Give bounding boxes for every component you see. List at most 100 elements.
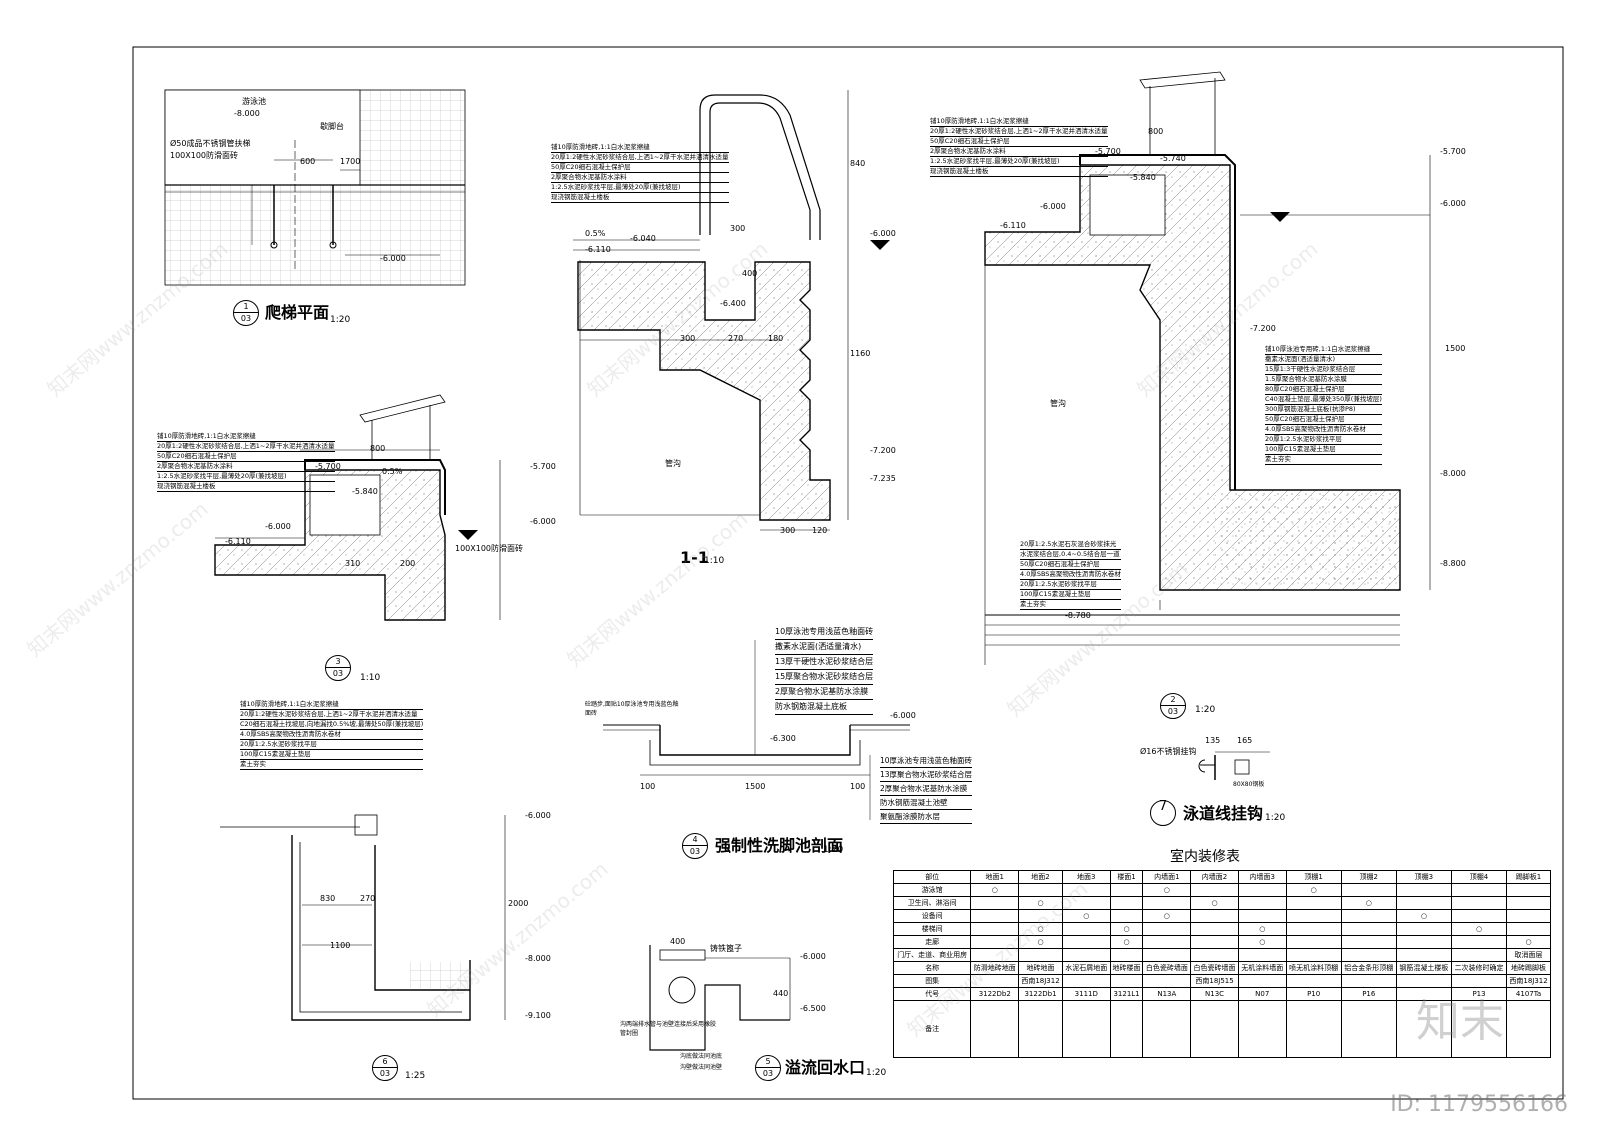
table-cell [1109, 974, 1144, 988]
title-section-1-1: 1-1 [680, 548, 709, 567]
level-minus-7200-b: -7.200 [1250, 324, 1276, 333]
dim-200: 200 [400, 559, 416, 568]
table-cell [1340, 883, 1397, 897]
table-cell: 3122Db1 [1018, 987, 1063, 1001]
table-cell [970, 909, 1020, 923]
table-cell: N07 [1237, 987, 1287, 1001]
table-cell: ○ [1395, 909, 1452, 923]
dim-300-b: 300 [680, 334, 696, 343]
table-cell [1506, 896, 1551, 910]
table-cell [1061, 922, 1111, 936]
dim-1160: 1160 [850, 349, 871, 358]
dim-800-a: 800 [370, 444, 386, 453]
footbath-layer-b: 13厚聚合物水泥砂浆结合层 [880, 768, 973, 782]
table-cell: ○ [1142, 909, 1192, 923]
table-cell [970, 1000, 1020, 1058]
table-cell: 4107Ta [1506, 987, 1551, 1001]
table-cell [970, 896, 1020, 910]
table-cell [1142, 974, 1192, 988]
footbath-layers-top: 10厚泳池专用浅蓝色釉面砖 撒素水泥面(洒适量清水) 13厚干硬性水泥砂浆结合层… [775, 625, 874, 715]
footbath-layer: 撒素水泥面(洒适量清水) [775, 640, 874, 655]
dim-270-a: 270 [728, 334, 744, 343]
table-cell [1395, 1000, 1452, 1058]
title-footbath: 强制性洗脚池剖面 [715, 836, 844, 855]
table-cell: 铝合金条形顶棚 [1340, 961, 1397, 975]
dim-310: 310 [345, 559, 361, 568]
table-row-label: 门厅、走道、商业用房 [892, 948, 972, 962]
sheet-border [132, 46, 1564, 1100]
level-minus-6000-c: -6.000 [265, 522, 291, 531]
detail-3 [214, 394, 501, 621]
table-row-label: 楼梯间 [892, 922, 972, 936]
label-rest-platform: 歇脚台 [320, 122, 344, 131]
scale-section-1-1: 1:10 [704, 556, 725, 566]
footbath-layer: 10厚泳池专用浅蓝色釉面砖 [775, 625, 874, 640]
table-cell [1450, 896, 1508, 910]
level-minus-6110-c: -6.110 [1000, 221, 1026, 230]
label-hook-plate: 80X80钢板 [1233, 781, 1265, 788]
table-cell [1285, 974, 1342, 988]
level-minus-6000-e: -6.000 [1040, 202, 1066, 211]
table-header-cell: 踢脚板1 [1506, 870, 1551, 884]
dim-100-b: 100 [850, 782, 866, 791]
dim-400-b: 400 [670, 937, 686, 946]
label-trench-note-1: 沟底做法同池底 [680, 1053, 723, 1060]
table-cell [1285, 948, 1342, 962]
table-cell [1109, 909, 1144, 923]
detail-6-notes: 铺10厚防滑地砖,1:1白水泥浆擦缝 20厚1:2硬性水泥砂浆结合层,上洒1~2… [240, 700, 424, 770]
dim-440: 440 [773, 989, 789, 998]
table-cell [1190, 948, 1239, 962]
dim-1500-b: 1500 [1445, 344, 1466, 353]
table-cell [1190, 935, 1239, 949]
level-minus-6500: -6.500 [800, 1004, 826, 1013]
footbath-layers-bottom: 10厚泳池专用浅蓝色釉面砖 13厚聚合物水泥砂浆结合层 2厚聚合物水泥基防水涂膜… [880, 754, 973, 824]
scale-lane-hook: 1:20 [1265, 813, 1286, 823]
title-lane-hook: 泳道线挂钩 [1183, 804, 1264, 823]
dim-1700: 1700 [340, 157, 361, 166]
level-minus-5700-d: -5.700 [1440, 147, 1466, 156]
table-cell: ○ [1285, 883, 1342, 897]
table-cell [1237, 909, 1287, 923]
table-cell [1395, 883, 1452, 897]
table-cell: 二次装修时确定 [1450, 961, 1508, 975]
table-cell [1450, 883, 1508, 897]
table-cell [1285, 896, 1342, 910]
footbath-section [603, 640, 910, 820]
table-cell [1142, 896, 1192, 910]
label-pool: 游泳池 [242, 97, 266, 106]
detail-2 [984, 71, 1431, 665]
level-minus-6300: -6.300 [770, 734, 796, 743]
table-cell: 地砖地面 [1018, 961, 1063, 975]
table-cell: 地砖踢脚板 [1506, 961, 1551, 975]
table-cell [1109, 1000, 1144, 1058]
level-minus-8800: -8.800 [1440, 559, 1466, 568]
level-minus-6110: -6.110 [585, 245, 611, 254]
table-cell: P10 [1285, 987, 1342, 1001]
table-cell [1340, 1000, 1397, 1058]
dim-840: 840 [850, 159, 866, 168]
table-cell: ○ [1237, 922, 1287, 936]
dim-180-a: 180 [768, 334, 784, 343]
table-cell [1285, 1000, 1342, 1058]
table-cell [1190, 883, 1239, 897]
table-cell: ○ [1506, 935, 1551, 949]
footbath-left-note: 砼踏步,面贴10厚泳池专用浅蓝色釉面砖 [585, 701, 679, 717]
dim-270-b: 270 [360, 894, 376, 903]
detail-3-notes: 铺10厚防滑地砖,1:1白水泥浆擦缝 20厚1:2硬性水泥砂浆结合层,上洒1~2… [157, 432, 335, 492]
table-row: 走廊○○○○ [892, 935, 1551, 949]
detail-5 [649, 945, 791, 1051]
level-minus-6000-h: -6.000 [525, 811, 551, 820]
table-cell [1237, 1000, 1287, 1058]
level-minus-6040: -6.040 [630, 234, 656, 243]
table-row-label: 游泳馆 [892, 883, 972, 897]
label-tile-b: 100X100防滑面砖 [455, 544, 524, 553]
table-cell: 西南18J312 [1506, 974, 1551, 988]
table-cell [1340, 909, 1397, 923]
level-minus-5700-b: -5.700 [530, 462, 556, 471]
table-cell [1061, 935, 1111, 949]
